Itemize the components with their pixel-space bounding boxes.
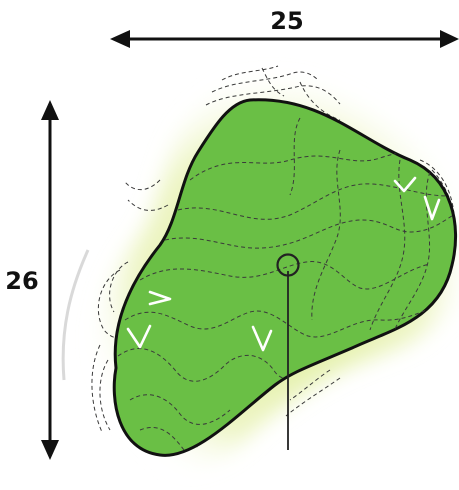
slope-arrow-icon [148, 290, 172, 306]
arrowhead-up-icon [41, 100, 59, 120]
arrowhead-left-icon [110, 30, 130, 48]
putting-green-surface [112, 98, 458, 457]
depth-dimension: 26 [5, 100, 59, 460]
slope-arrow-icon [251, 325, 273, 352]
arrowhead-down-icon [41, 440, 59, 460]
slope-arrow-icon [393, 176, 417, 193]
pin-hole-icon [276, 253, 300, 450]
slope-arrow-icon [126, 324, 152, 349]
depth-label: 26 [5, 267, 38, 295]
width-dimension: 25 [110, 7, 459, 48]
slope-arrow-icon [423, 195, 441, 221]
slope-arrows [126, 176, 441, 352]
arrowhead-right-icon [440, 30, 459, 48]
width-label: 25 [270, 7, 303, 35]
fringe-shadow-line [61, 249, 90, 381]
